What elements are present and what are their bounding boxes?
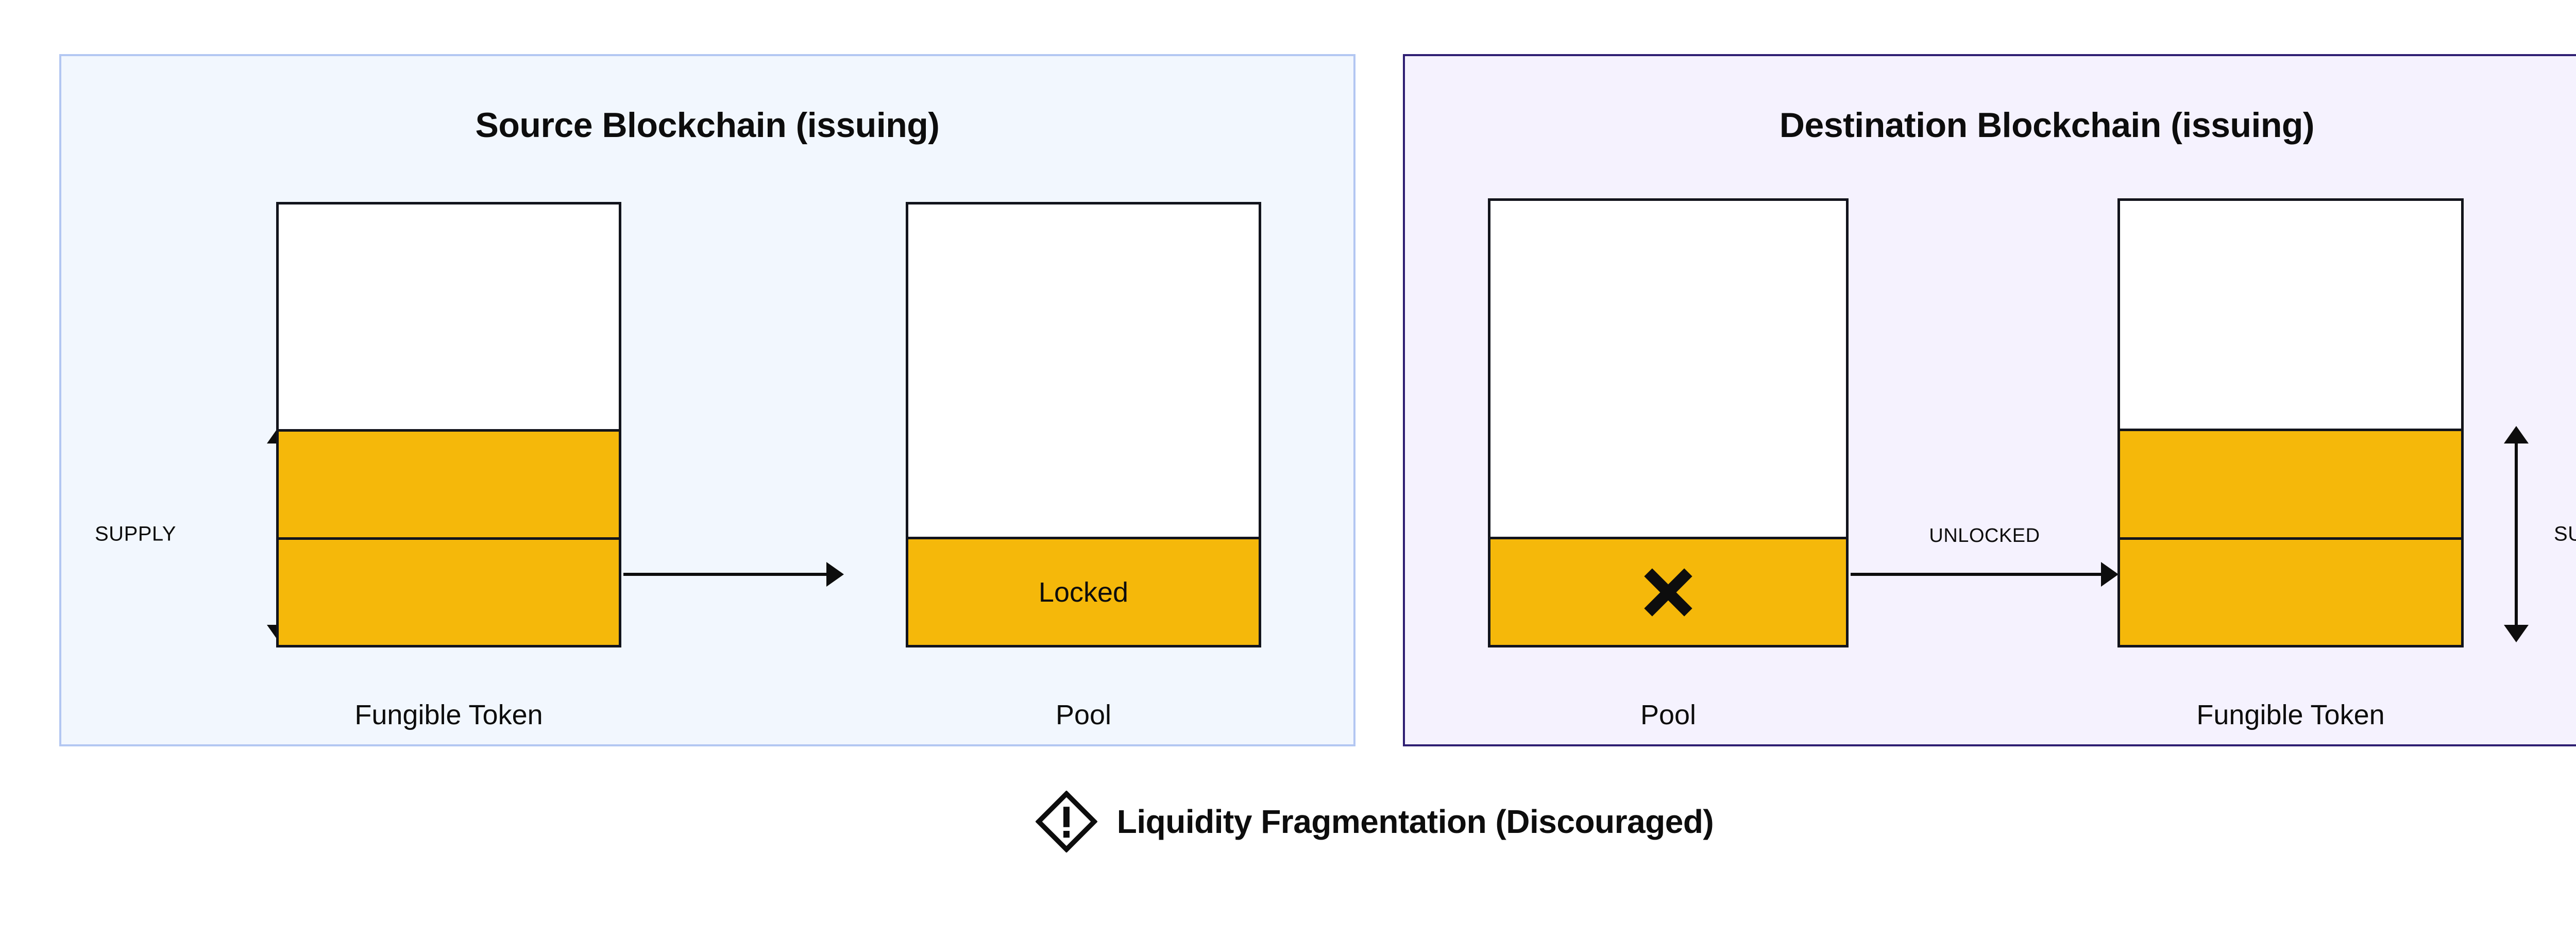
source-fungible-token-bar — [276, 202, 621, 647]
source-supply-label: SUPPLY — [95, 522, 176, 545]
caption-text: Liquidity Fragmentation (Discouraged) — [1116, 803, 1714, 840]
blocked-x-icon — [1640, 564, 1697, 621]
token-segment-lower — [279, 537, 619, 645]
pool-filled-segment — [1490, 537, 1846, 645]
unlock-flow-arrow-label: UNLOCKED — [1929, 525, 2040, 547]
locked-segment: Locked — [908, 537, 1259, 645]
destination-supply-measure: SUPPLY — [2497, 426, 2576, 642]
unlock-flow-arrow — [1851, 562, 2119, 587]
source-fungible-token-caption: Fungible Token — [354, 700, 543, 730]
source-pool-caption: Pool — [1055, 700, 1112, 730]
destination-pool-bar — [1488, 198, 1849, 647]
source-pool-bar: Locked — [906, 202, 1261, 647]
supply-double-arrow-icon — [2504, 426, 2529, 642]
source-blockchain-panel: Source Blockchain (issuing) SUPPLY Fungi… — [59, 54, 1355, 746]
lock-flow-arrow — [623, 562, 844, 587]
dest-token-segment-upper — [2120, 429, 2461, 537]
locked-label: Locked — [1038, 576, 1129, 608]
warning-diamond-icon — [1035, 791, 1097, 852]
destination-fungible-token-bar — [2117, 198, 2464, 647]
destination-fungible-token-caption: Fungible Token — [2196, 700, 2385, 730]
source-panel-title: Source Blockchain (issuing) — [475, 106, 940, 145]
diagram-caption: Liquidity Fragmentation (Discouraged) — [0, 791, 2576, 852]
destination-pool-caption: Pool — [1640, 700, 1697, 730]
dest-token-segment-lower — [2120, 537, 2461, 645]
destination-supply-label: SUPPLY — [2554, 522, 2576, 545]
destination-panel-title: Destination Blockchain (issuing) — [1779, 106, 2315, 145]
destination-blockchain-panel: Destination Blockchain (issuing) Pool UN… — [1403, 54, 2576, 746]
token-segment-upper — [279, 429, 619, 537]
